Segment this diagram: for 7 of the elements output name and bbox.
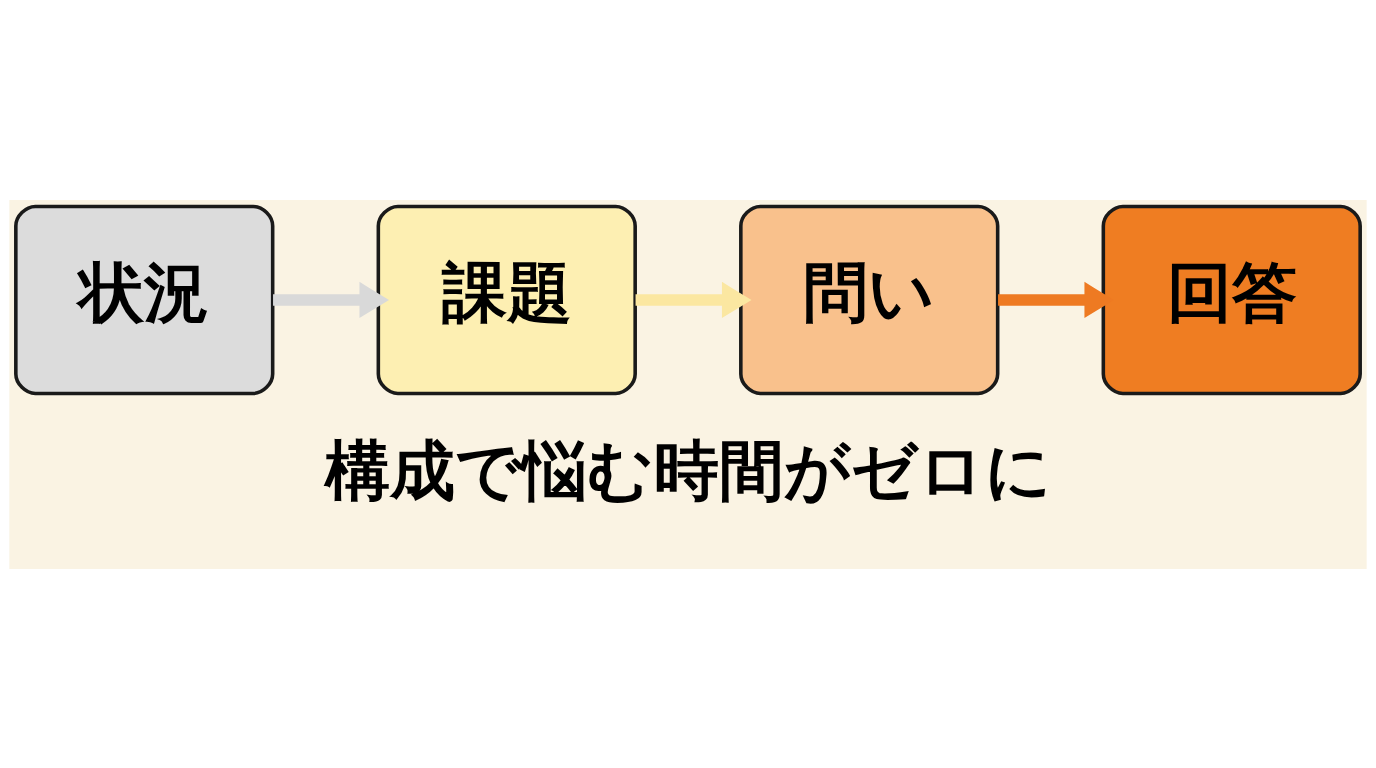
- arrow: [273, 281, 390, 318]
- node-box: 課題: [376, 204, 637, 395]
- node-box: 状況: [14, 204, 275, 395]
- caption: 構成で悩む時間がゼロに: [325, 432, 1053, 508]
- node-box: 回答: [1101, 204, 1362, 395]
- arrow: [635, 281, 752, 318]
- node-box: 問い: [739, 204, 1000, 395]
